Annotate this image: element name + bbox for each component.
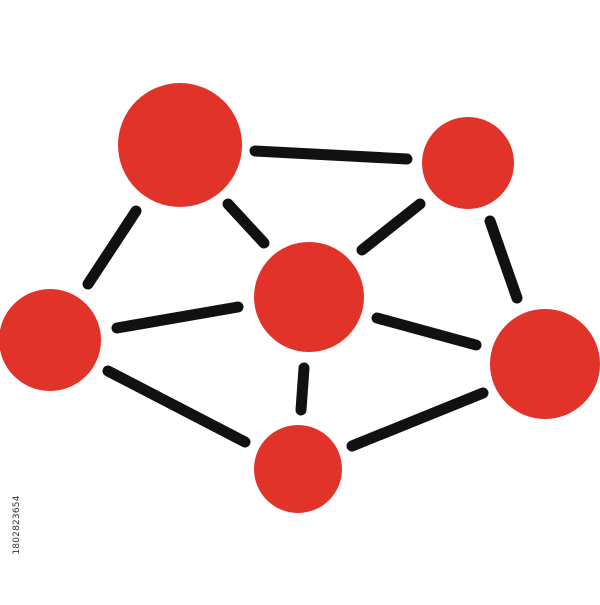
node-bottom <box>254 425 342 513</box>
node-left <box>0 289 101 391</box>
node-top-right <box>422 117 514 209</box>
stock-image-id: 1802823654 <box>8 470 22 580</box>
node-center <box>254 242 364 352</box>
edge-topleft-left <box>82 205 142 290</box>
edge-center-right <box>371 312 482 351</box>
edge-topleft-topright <box>249 145 413 165</box>
node-right <box>490 309 600 419</box>
edge-left-center <box>111 301 244 334</box>
graph-nodes <box>0 83 600 513</box>
node-top-left <box>118 83 242 207</box>
edge-topleft-center <box>222 198 270 249</box>
edge-center-bottom <box>295 362 310 416</box>
stock-image-id-text: 1802823654 <box>12 495 22 555</box>
edge-bottom-right <box>346 387 489 452</box>
edge-topright-center <box>356 198 426 256</box>
edge-left-bottom <box>102 365 251 448</box>
graph-edges <box>82 145 523 452</box>
edge-topright-right <box>484 215 523 304</box>
